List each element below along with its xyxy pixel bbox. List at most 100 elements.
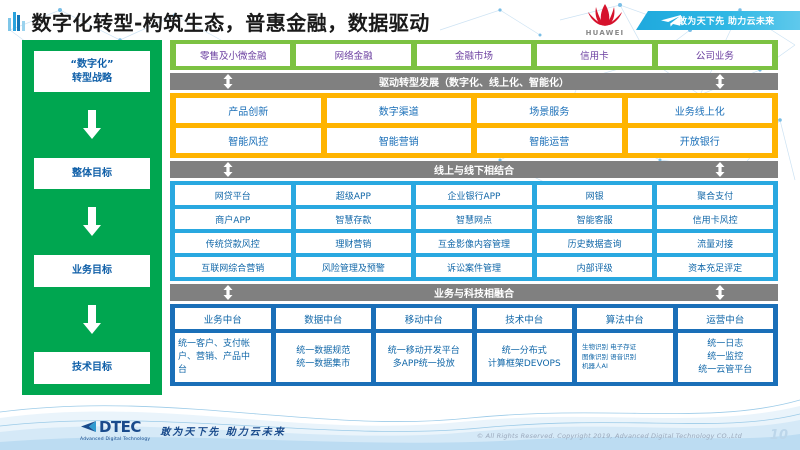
tech-column-line: 统一日志 xyxy=(707,339,744,349)
tech-column-line: 统一客户、支付帐 xyxy=(178,339,251,349)
drive-band-title: 驱动转型发展（数字化、线上化、智能化） xyxy=(379,78,569,89)
dtec-tagline: Advanced Digital Technology xyxy=(80,437,151,442)
online-offline-cell[interactable]: 聚合支付 xyxy=(657,185,773,205)
online-offline-row-1: 网贷平台 超级APP 企业银行APP 网银 聚合支付 xyxy=(175,185,773,205)
tech-column-line: 统一数据规范 xyxy=(296,345,351,356)
drive-band: 产品创新 数字渠道 场景服务 业务线上化 智能风控 智能营销 智能运营 开放银行 xyxy=(170,93,778,158)
title-accent-bars-icon xyxy=(8,11,25,31)
online-offline-cell[interactable]: 诉讼案件管理 xyxy=(416,257,532,277)
up-down-arrow-icon xyxy=(223,285,233,300)
online-offline-cell[interactable]: 智慧存款 xyxy=(295,209,412,229)
tech-column-line: 统一数据集市 xyxy=(296,358,351,369)
business-line-cell[interactable]: 信用卡 xyxy=(537,44,652,66)
online-offline-band-title: 线上与线下相结合 xyxy=(434,166,514,177)
online-offline-cell[interactable]: 网银 xyxy=(536,185,653,205)
drive-cell[interactable]: 场景服务 xyxy=(477,98,622,123)
drive-cell[interactable]: 产品创新 xyxy=(176,98,321,123)
online-offline-cell[interactable]: 理财营销 xyxy=(295,233,412,253)
business-line-cell[interactable]: 金融市场 xyxy=(416,44,532,66)
tech-column-title[interactable]: 业务中台 xyxy=(175,308,271,329)
page-number: 10 xyxy=(769,428,788,443)
tech-column-title[interactable]: 运营中台 xyxy=(677,308,773,329)
tech-column-title[interactable]: 移动中台 xyxy=(376,308,472,329)
huawei-logo: HUAWEI xyxy=(577,2,633,37)
online-offline-cell[interactable]: 历史数据查询 xyxy=(536,233,653,253)
drive-cell[interactable]: 智能运营 xyxy=(477,128,622,153)
footer-brand: DTEC Advanced Digital Technology 敢为天下先 助… xyxy=(80,418,286,442)
tech-band: 业务中台 统一客户、支付帐 户、营销、产品中 台 数据中台 统一数据规范 统一数… xyxy=(170,304,778,387)
drive-band-row-1: 产品创新 数字渠道 场景服务 业务线上化 xyxy=(176,98,772,123)
business-line-cell[interactable]: 零售及小微金融 xyxy=(176,44,291,66)
online-offline-row-4: 互联网综合营销 风险管理及预警 诉讼案件管理 内部评级 资本充足评定 xyxy=(175,257,773,277)
sidebar-item-business-goal[interactable]: 业务目标 xyxy=(34,255,150,287)
huawei-slogan-banner: 敢为天下先 助力云未来 xyxy=(636,11,800,30)
tech-column-data: 数据中台 统一数据规范 统一数据集市 xyxy=(275,308,371,383)
online-offline-cell[interactable]: 信用卡风控 xyxy=(657,209,773,229)
tech-column-body[interactable]: 统一客户、支付帐 户、营销、产品中 台 xyxy=(175,333,271,383)
online-offline-cell[interactable]: 商户APP xyxy=(175,209,291,229)
drive-band-header: 驱动转型发展（数字化、线上化、智能化） xyxy=(170,73,778,90)
sidebar-item-business-goal-label: 业务目标 xyxy=(72,265,112,277)
online-offline-cell[interactable]: 网贷平台 xyxy=(175,185,291,205)
online-offline-band: 网贷平台 超级APP 企业银行APP 网银 聚合支付 商户APP 智慧存款 智慧… xyxy=(170,181,778,281)
huawei-banner-text: 敢为天下先 助力云未来 xyxy=(678,17,775,27)
tech-column-mobile: 移动中台 统一移动开发平台 多APP统一投放 xyxy=(376,308,472,383)
footer-slogan: 敢为天下先 助力云未来 xyxy=(160,426,286,438)
up-down-arrow-icon xyxy=(223,74,233,89)
online-offline-cell[interactable]: 智慧网点 xyxy=(416,209,532,229)
business-lines-band: 零售及小微金融 网络金融 金融市场 信用卡 公司业务 xyxy=(170,40,778,70)
tech-column-line: 统一移动开发平台 xyxy=(387,345,460,356)
sidebar-item-tech-goal-label: 技术目标 xyxy=(72,362,112,374)
footer-wave-decoration xyxy=(0,399,800,450)
tech-column-line: 图像识别 语音识别 xyxy=(582,352,637,361)
tech-column-body[interactable]: 生物识别 电子存证 图像识别 语音识别 机器人AI xyxy=(577,333,673,383)
sidebar-item-tech-goal[interactable]: 技术目标 xyxy=(34,352,150,384)
tech-band-title: 业务与科技相融合 xyxy=(434,289,514,300)
dtec-logo: DTEC Advanced Digital Technology xyxy=(80,418,150,442)
tech-column-title[interactable]: 数据中台 xyxy=(275,308,371,329)
up-down-arrow-icon xyxy=(223,162,233,177)
sidebar-item-strategy[interactable]: “数字化” 转型战略 xyxy=(34,51,150,92)
tech-column-line: 统一分布式 xyxy=(501,345,547,356)
online-offline-cell[interactable]: 风险管理及预警 xyxy=(295,257,412,277)
drive-cell[interactable]: 业务线上化 xyxy=(627,98,772,123)
online-offline-cell[interactable]: 企业银行APP xyxy=(416,185,532,205)
tech-column-body[interactable]: 统一日志 统一监控 统一云管平台 xyxy=(677,333,773,383)
sidebar-item-overall-goal-label: 整体目标 xyxy=(72,167,112,179)
online-offline-cell[interactable]: 互联网综合营销 xyxy=(175,257,291,277)
tech-column-body[interactable]: 统一数据规范 统一数据集市 xyxy=(275,333,371,383)
online-offline-cell[interactable]: 智能客服 xyxy=(536,209,653,229)
tech-column-line: 计算框架DEVOPS xyxy=(487,358,561,369)
business-line-cell[interactable]: 网络金融 xyxy=(296,44,411,66)
huawei-flower-icon xyxy=(588,4,622,26)
dtec-arrow-icon xyxy=(81,421,96,432)
business-line-cell[interactable]: 公司业务 xyxy=(657,44,773,66)
bands-stack: 零售及小微金融 网络金融 金融市场 信用卡 公司业务 驱动转型发展（数字化、线上… xyxy=(170,40,778,395)
tech-column-line: 多APP统一投放 xyxy=(392,358,455,369)
paper-plane-icon xyxy=(661,15,681,27)
tech-column-title[interactable]: 算法中台 xyxy=(577,308,673,329)
tech-column-title[interactable]: 技术中台 xyxy=(476,308,572,329)
drive-cell[interactable]: 数字渠道 xyxy=(326,98,471,123)
tech-column-body[interactable]: 统一分布式 计算框架DEVOPS xyxy=(476,333,572,383)
drive-cell[interactable]: 开放银行 xyxy=(627,128,772,153)
online-offline-cell[interactable]: 互金影像内容管理 xyxy=(416,233,532,253)
sidebar-item-overall-goal[interactable]: 整体目标 xyxy=(34,157,150,190)
tech-column-line: 机器人AI xyxy=(582,362,608,371)
tech-column-operation: 运营中台 统一日志 统一监控 统一云管平台 xyxy=(677,308,773,383)
online-offline-cell[interactable]: 传统贷款风控 xyxy=(175,233,291,253)
strategy-sidebar: “数字化” 转型战略 整体目标 业务目标 技术目标 xyxy=(22,40,162,395)
tech-column-line: 生物识别 电子存证 xyxy=(582,342,637,351)
online-offline-cell[interactable]: 超级APP xyxy=(295,185,412,205)
arrow-down-icon-1 xyxy=(82,92,102,158)
drive-cell[interactable]: 智能营销 xyxy=(326,128,471,153)
dtec-wordmark: DTEC xyxy=(99,418,141,436)
online-offline-cell[interactable]: 内部评级 xyxy=(536,257,653,277)
tech-column-line: 统一监控 xyxy=(707,352,744,363)
online-offline-cell[interactable]: 流量对接 xyxy=(657,233,773,253)
drive-cell[interactable]: 智能风控 xyxy=(176,128,321,153)
online-offline-row-3: 传统贷款风控 理财营销 互金影像内容管理 历史数据查询 流量对接 xyxy=(175,233,773,253)
tech-column-technology: 技术中台 统一分布式 计算框架DEVOPS xyxy=(476,308,572,383)
online-offline-cell[interactable]: 资本充足评定 xyxy=(657,257,773,277)
tech-column-body[interactable]: 统一移动开发平台 多APP统一投放 xyxy=(376,333,472,383)
